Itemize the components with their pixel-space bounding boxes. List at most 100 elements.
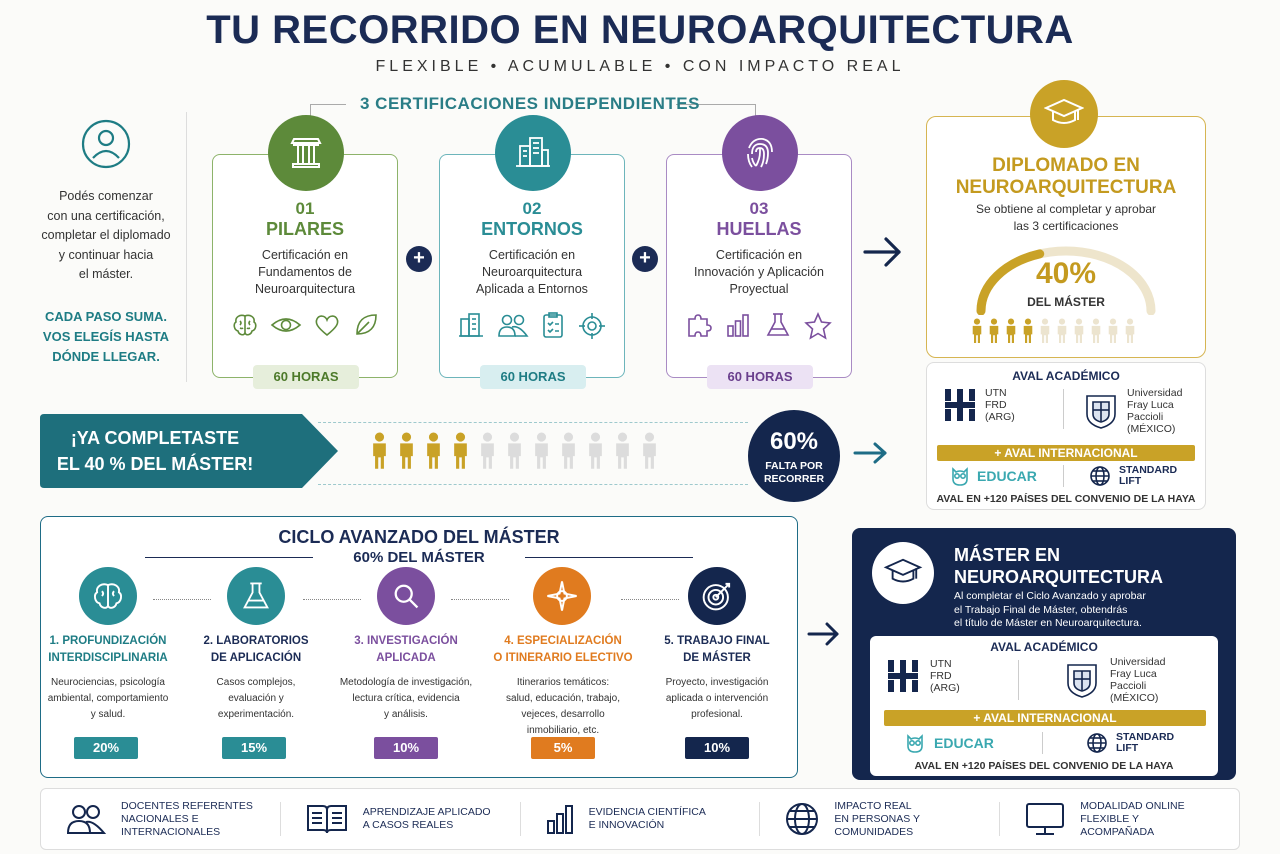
person-icon (562, 432, 575, 469)
intro-text: Podés comenzar con una certificación, co… (41, 189, 171, 281)
arrow-right-icon (863, 237, 901, 267)
step-description: Itinerarios temáticos:salud, educación, … (506, 677, 620, 736)
diplomado-gauge (976, 246, 1156, 315)
person-icon (1091, 318, 1101, 343)
plus-icon: + (632, 246, 658, 272)
buildings-icon (495, 115, 571, 191)
step-percent: 20% (74, 737, 138, 759)
magnifier-icon (377, 567, 435, 625)
fingerprint-icon (722, 115, 798, 191)
graduation-cap-icon (1030, 80, 1098, 148)
people-icon (66, 805, 107, 834)
heart-icon (315, 315, 338, 337)
page-subtitle: FLEXIBLE • ACUMULABLE • CON IMPACTO REAL (375, 58, 905, 75)
utn-logo-icon (945, 389, 975, 421)
bar-chart-icon (546, 805, 573, 834)
book-icon (306, 805, 347, 834)
haya-text: AVAL EN +120 PAÍSES DEL CONVENIO DE LA H… (914, 760, 1174, 772)
step-percent: 5% (531, 737, 595, 759)
diplomado-percent: 40% (1035, 257, 1097, 290)
monitor-icon (1026, 803, 1065, 835)
plus-icon: + (406, 246, 432, 272)
hours-badge: 60 HORAS (707, 365, 813, 389)
advanced-subtitle: 60% DEL MÁSTER (353, 549, 485, 566)
cert-number: 02 (522, 199, 542, 218)
advanced-title: CICLO AVANZADO DEL MÁSTER (278, 527, 560, 547)
university-crest-icon (1067, 664, 1097, 698)
person-icon (1023, 318, 1033, 343)
compass-icon (533, 567, 591, 625)
intro-highlight: CADA PASO SUMA. VOS ELEGÍS HASTA DÓNDE L… (42, 308, 170, 364)
haya-text: AVAL EN +120 PAÍSES DEL CONVENIO DE LA H… (936, 493, 1196, 505)
step-percent: 10% (374, 737, 438, 759)
cert-number: 01 (295, 199, 315, 218)
clipboard-icon (543, 312, 564, 338)
educar-logo: EDUCAR (977, 468, 1037, 484)
intro-column: Podés comenzar con una certificación, co… (36, 118, 176, 367)
person-icon (508, 432, 521, 469)
progress-banner (40, 414, 338, 488)
brain-icon (79, 567, 137, 625)
person-icon (1057, 318, 1067, 343)
person-icon (1006, 318, 1016, 343)
page-title: TU RECORRIDO EN NEUROARQUITECTURA (206, 8, 1074, 52)
flask-icon (227, 567, 285, 625)
aval-internacional-bar: + AVAL INTERNACIONAL (884, 710, 1206, 726)
target-icon (578, 313, 605, 339)
person-icon (643, 432, 656, 469)
person-icon (481, 432, 494, 469)
cert-section-header: 3 CERTIFICACIONES INDEPENDIENTES (360, 94, 700, 113)
aval-title: AVAL ACADÉMICO (990, 640, 1098, 654)
person-icon (535, 432, 548, 469)
person-icon (989, 318, 999, 343)
remaining-percent: 60% (769, 428, 819, 455)
owl-icon (952, 467, 968, 486)
intro-divider (186, 112, 187, 382)
globe-icon (1090, 466, 1110, 486)
person-icon (1040, 318, 1050, 343)
globe-icon (786, 803, 819, 835)
leaf-icon (355, 314, 377, 335)
aval-internacional-bar: + AVAL INTERNACIONAL (937, 445, 1195, 461)
person-icon (373, 432, 386, 469)
educar-logo: EDUCAR (934, 735, 994, 751)
person-icon (1108, 318, 1118, 343)
hours-badge: 60 HORAS (480, 365, 586, 389)
cert-name: PILARES (265, 219, 344, 239)
cert-number: 03 (749, 199, 769, 218)
university-crest-icon (1086, 395, 1116, 429)
step-percent: 15% (222, 737, 286, 759)
person-icon (1074, 318, 1084, 343)
bullseye-icon (688, 567, 746, 625)
progress-people-row (370, 432, 659, 470)
diplomado-percent-label: DEL MÁSTER (1027, 295, 1105, 309)
hours-badge: 60 HORAS (253, 365, 359, 389)
person-icon (616, 432, 629, 469)
cert-name: ENTORNOS (481, 219, 583, 239)
arrow-right-icon (853, 442, 887, 464)
